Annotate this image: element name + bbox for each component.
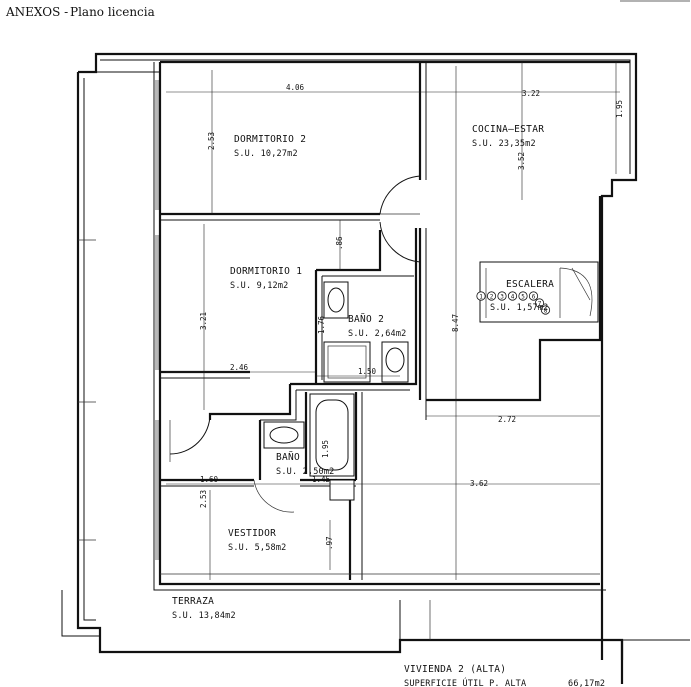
stair-step-marker [486,291,497,301]
room-name-dormitorio-2: DORMITORIO 2 [234,134,306,145]
dimension-label: 2.46 [230,363,249,372]
dimension-label: 1.76 [317,315,326,334]
room-area-bano-2: S.U. 2,64m2 [348,329,407,339]
stair-step-marker [507,291,518,301]
dimension-labels: 4.06 3.22 1.95 2.53 3.52 .86 3.21 8.47 1… [199,83,624,550]
room-area-cocina-estar: S.U. 23,35m2 [472,139,536,149]
room-area-escalera: S.U. 1,57m2 [490,303,549,313]
dimension-label: 8.47 [451,314,460,332]
stair-step-marker [528,291,539,301]
room-area-dormitorio-1: S.U. 9,12m2 [230,281,289,291]
footer-summary: VIVIENDA 2 (ALTA) SUPERFICIE ÚTIL P. ALT… [404,664,605,687]
outer-walls [61,52,690,684]
bathroom-sink-icon [263,421,305,449]
footer-line2: SUPERFICIE ÚTIL P. ALTA [404,677,526,687]
dimension-label: 4.06 [286,83,305,92]
stair-step-number: 3 [500,293,504,300]
dimension-lines [160,62,620,580]
stair-step-number: 2 [490,293,494,300]
room-name-terraza: TERRAZA [172,596,214,607]
dimension-label: 2.72 [498,415,516,424]
dimension-label: .97 [325,536,334,550]
dimension-label: 2.53 [199,490,208,508]
header-prefix: ANEXOS - [5,5,68,19]
dimension-label: .86 [335,236,344,250]
room-name-vestidor: VESTIDOR [228,528,276,539]
room-name-cocina-estar: COCINA–ESTAR [472,124,544,135]
room-name-bano-2: BAÑO 2 [348,314,384,325]
dimension-label: 3.52 [517,152,526,170]
stair-step-number: 6 [532,293,536,300]
fixtures [263,281,409,501]
dimension-label: 3.62 [470,479,488,488]
bathtub-icon [309,393,355,477]
stair-step-number: 4 [511,293,515,300]
header-title: Plano licencia [70,5,155,19]
stair-step-marker [540,305,551,315]
dimension-label: 1.95 [615,100,624,118]
room-area-dormitorio-2: S.U. 10,27m2 [234,149,298,159]
shower-icon [323,341,371,383]
room-labels: DORMITORIO 2 S.U. 10,27m2 COCINA–ESTAR S… [172,124,554,621]
room-name-escalera: ESCALERA [506,279,554,290]
stair-step-marker [534,298,545,308]
footer-line1: VIVIENDA 2 (ALTA) [404,664,506,675]
stair-step-marker [476,291,486,301]
dimension-label: 1.50 [358,367,377,376]
stair-step-marker [497,291,507,301]
room-area-vestidor: S.U. 5,58m2 [228,543,287,553]
stair-step-number: 8 [544,307,548,314]
dimension-label: 3.22 [522,89,540,98]
footer-value: 66,17m2 [568,679,605,687]
room-name-dormitorio-1: DORMITORIO 1 [230,266,302,277]
dimension-label: 1.95 [321,440,330,458]
room-area-terraza: S.U. 13,84m2 [172,611,236,621]
stair-step-number: 7 [538,300,542,307]
stair-step-number: 1 [479,293,483,300]
stair-step-number: 5 [521,293,525,300]
dimension-label: 2.53 [207,132,216,150]
bathroom-toilet-icon [329,479,355,501]
dimension-label: 1.45 [312,475,330,484]
dimension-label: 1.60 [200,475,219,484]
dimension-label: 3.21 [199,312,208,330]
room-name-bano: BAÑO [276,452,300,463]
room-area-bano: S.U. 2,50m2 [276,467,335,477]
left-facade-windows [155,80,159,560]
stair-step-marker [518,291,528,301]
doors [169,175,421,513]
